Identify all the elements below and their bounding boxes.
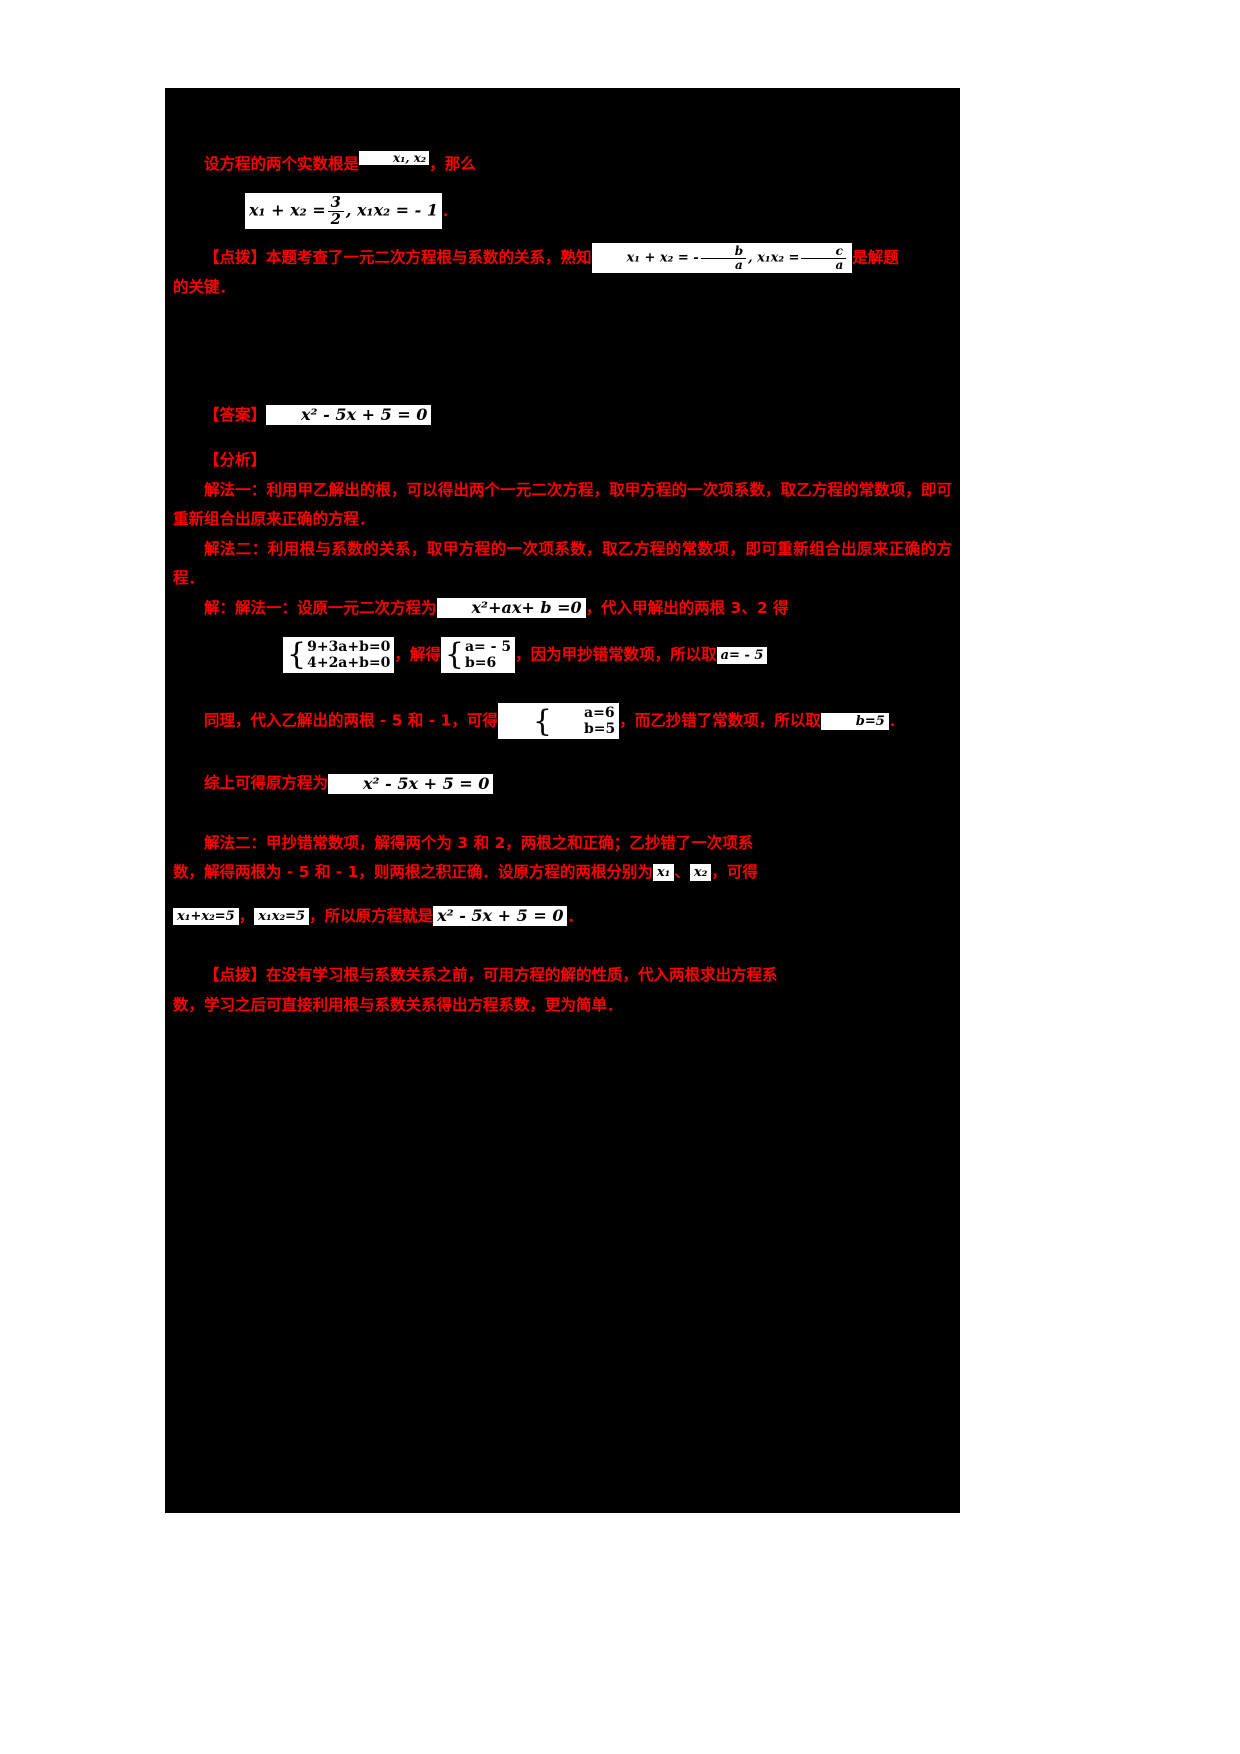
solution-one-mid-text: ，解得: [394, 645, 441, 664]
left-brace-icon-2: {: [444, 637, 464, 673]
left-brace-icon: {: [287, 637, 307, 673]
system-first-row-1: 9+3a+b=0: [307, 638, 391, 655]
formula-root-x2: x₂: [689, 864, 712, 882]
formula-product-equals-five: x₁x₂=5: [254, 907, 310, 925]
tip-two-label: 【点拨】: [204, 966, 267, 985]
paragraph-tip-two-line2: 数，学习之后可直接利用根与系数关系得出方程系数，更为简单．: [173, 995, 623, 1014]
formula-final-equation-one: x² - 5x + 5 = 0: [328, 773, 494, 794]
fraction-c-numerator: c: [835, 244, 843, 259]
formula-roots-x1x2: x₁, x₂: [359, 151, 430, 165]
sum-product-period: ．: [442, 201, 458, 220]
fraction-a-denominator-2: a: [801, 257, 847, 272]
paragraph-analysis-label: 【分析】: [204, 451, 267, 470]
solution-one-b-mid: ，而乙抄错了常数项，所以取: [619, 711, 821, 730]
fraction-denominator: 2: [327, 210, 344, 227]
paragraph-tip-one-line2: 的关键．: [173, 278, 236, 297]
formula-sum-equals-five: x₁+x₂=5: [173, 907, 239, 925]
system-second-row-1: a= - 5: [464, 638, 512, 655]
system-first-row-2: 4+2a+b=0: [307, 655, 391, 672]
solution-one-suffix: ，代入甲解出的两根 3、2 得: [585, 598, 789, 617]
formula-product-right: , x₁x₂ = - 1: [345, 200, 438, 220]
solution-two-comma: ，: [238, 906, 255, 925]
tip-one-text-after: 是解题: [852, 248, 899, 267]
tip-one-text-before: 本题考查了一元二次方程根与系数的关系，熟知: [266, 248, 592, 267]
fraction-b-numerator: b: [734, 244, 744, 259]
solution-one-after-text: ，因为甲抄错常数项，所以取: [515, 645, 717, 664]
system-third-row-1: a=6: [584, 705, 615, 722]
formula-a-equals-minus-five: a= - 5: [716, 646, 768, 664]
solution-one-b-prefix: 同理，代入乙解出的两根 - 5 和 - 1，可得: [204, 711, 498, 730]
solution-one-b-period: ．: [888, 711, 905, 730]
roots-intro-text-after: ，那么: [429, 155, 476, 173]
solution-two-line2-a: 数，解得两根为 - 5 和 - 1，则两根之积正确．设原方程的两根分别为: [173, 863, 653, 882]
paragraph-answer: 【答案】 x² - 5x + 5 = 0: [165, 401, 960, 430]
vieta-sum-left: x₁ + x₂ = -: [626, 250, 699, 266]
solution-two-line3-mid: ，所以原方程就是: [309, 906, 434, 925]
system-second-row-2: b=6: [464, 655, 497, 672]
solution-one-c-prefix: 综上可得原方程为: [204, 774, 329, 793]
answer-label: 【答案】: [204, 405, 267, 424]
tip-two-text-line1: 在没有学习根与系数关系之前，可用方程的解的性质，代入两根求出方程系: [266, 966, 778, 985]
paragraph-method-one: 解法一：利用甲乙解出的根，可以得出两个一元二次方程，取甲方程的一次项系数，取乙方…: [173, 480, 952, 529]
system-third-row-2: b=5: [584, 721, 616, 738]
paragraph-method-two: 解法二：利用根与系数的关系，取甲方程的一次项系数，取乙方程的常数项，即可重新组合…: [173, 539, 952, 588]
vieta-product-left: , x₁x₂ =: [748, 250, 800, 266]
paragraph-tip-two-line1: 【点拨】在没有学习根与系数关系之前，可用方程的解的性质，代入两根求出方程系: [165, 961, 960, 990]
fraction-numerator: 3: [330, 194, 341, 212]
formula-general-quadratic: x²+ax+ b =0: [436, 598, 586, 618]
formula-root-x1: x₁: [652, 864, 675, 882]
formula-b-equals-five: b=5: [820, 712, 889, 730]
roots-intro-text-before: 设方程的两个实数根是: [204, 155, 360, 173]
formula-final-equation-two: x² - 5x + 5 = 0: [433, 906, 568, 927]
fraction-a-denominator: a: [700, 257, 747, 272]
paragraph-solution-two-line1: 解法二：甲抄错常数项，解得两个为 3 和 2，两根之和正确；乙抄错了一次项系: [204, 833, 754, 852]
solution-two-period: ．: [567, 906, 583, 925]
solution-two-separator: 、: [674, 863, 690, 882]
left-brace-icon-3: {: [532, 703, 553, 739]
solution-one-prefix: 解：解法一：设原一元二次方程为: [204, 598, 437, 617]
solution-two-line2-b: ，可得: [711, 863, 758, 882]
tip-one-label: 【点拨】: [204, 248, 267, 267]
formula-answer-equation: x² - 5x + 5 = 0: [266, 405, 432, 426]
formula-sum-left: x₁ + x₂ =: [249, 200, 326, 220]
answer-equation-text: x² - 5x + 5 = 0: [301, 405, 428, 425]
